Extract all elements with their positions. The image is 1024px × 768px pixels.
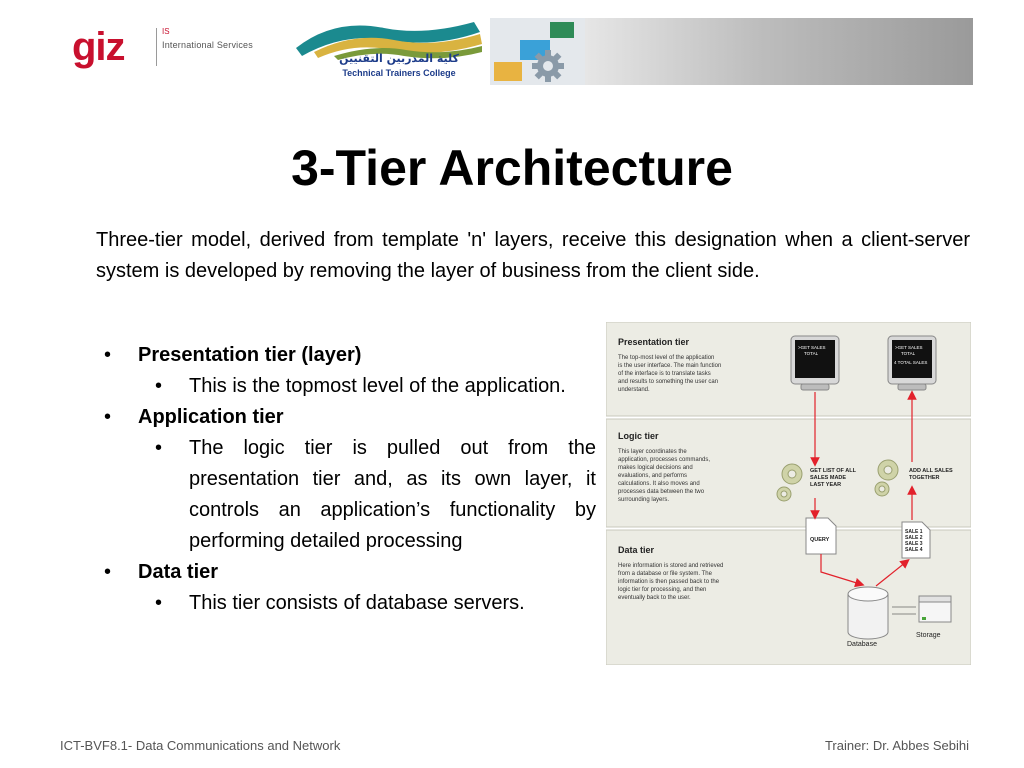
- slide-title: 3-Tier Architecture: [291, 140, 733, 196]
- giz-logo-word: giz: [72, 25, 126, 69]
- logic-right-label: ADD ALL SALES TOGETHER: [909, 468, 954, 481]
- bullet-detail-data: This tier consists of database servers.: [104, 588, 596, 619]
- monitor-right-icon: >GET SALES TOTAL 4 TOTAL SALES: [887, 335, 937, 391]
- logic-left-label: GET LIST OF ALL SALES MADE LAST YEAR: [810, 468, 857, 488]
- flow-arrows: [810, 390, 917, 588]
- monitor-left-text: >GET SALES TOTAL: [798, 345, 827, 356]
- header-gradient-band: [585, 18, 973, 85]
- presentation-tier-title: Presentation tier: [618, 337, 690, 347]
- query-label: QUERY: [810, 537, 830, 543]
- data-tier-desc: Here information is stored and retrieved…: [618, 563, 725, 601]
- storage-sync-arrows: [892, 606, 916, 615]
- giz-logo-subtitle: International Services: [162, 40, 253, 50]
- college-wave-icon: [296, 22, 482, 60]
- header-band: giz IS International Services كلية المدر…: [0, 0, 1024, 90]
- query-document-icon: QUERY: [805, 517, 837, 555]
- gear-right-icon: [874, 459, 899, 497]
- giz-logo-is: IS: [162, 27, 170, 36]
- footer-course: ICT-BVF8.1- Data Communications and Netw…: [60, 738, 341, 753]
- monitor-left-icon: >GET SALES TOTAL: [790, 335, 840, 391]
- technical-trainers-college-logo: كلية المدربين التقنيين Technical Trainer…: [294, 18, 488, 84]
- bullet-heading-application: Application tier: [104, 402, 596, 433]
- storage-label: Storage: [916, 632, 941, 639]
- intro-paragraph: Three-tier model, derived from template …: [96, 229, 970, 282]
- college-name-english: Technical Trainers College: [342, 68, 456, 78]
- sales-list-text: SALE 1 SALE 2 SALE 3 SALE 4: [905, 529, 924, 553]
- database-label: Database: [847, 641, 877, 648]
- data-tier-panel: [606, 529, 971, 665]
- data-tier-title: Data tier: [618, 545, 655, 555]
- bullet-detail-presentation: This is the topmost level of the applica…: [104, 371, 596, 402]
- presentation-tier-desc: The top-most level of the application is…: [618, 355, 723, 393]
- gear-left-icon: [776, 463, 803, 502]
- database-icon: Database: [847, 586, 889, 648]
- monitor-right-text: >GET SALES TOTAL 4 TOTAL SALES: [894, 345, 927, 365]
- logic-tier-desc: This layer coordinates the application, …: [618, 449, 712, 503]
- tier-bullet-list: Presentation tier (layer) This is the to…: [104, 340, 596, 619]
- bullet-heading-presentation: Presentation tier (layer): [104, 340, 596, 371]
- college-name-arabic: كلية المدربين التقنيين: [339, 52, 459, 65]
- bullet-heading-data: Data tier: [104, 557, 596, 588]
- three-tier-diagram: Presentation tier The top-most level of …: [606, 322, 971, 665]
- bullet-detail-application: The logic tier is pulled out from the pr…: [104, 433, 596, 557]
- sales-list-document-icon: SALE 1 SALE 2 SALE 3 SALE 4: [901, 521, 931, 559]
- logic-tier-title: Logic tier: [618, 431, 659, 441]
- giz-logo-divider: [156, 28, 157, 66]
- storage-icon: Storage: [916, 595, 952, 639]
- gear-tiles-logo: [490, 18, 585, 85]
- footer-trainer: Trainer: Dr. Abbes Sebihi: [824, 738, 969, 753]
- gear-tiles-icon: [494, 22, 574, 82]
